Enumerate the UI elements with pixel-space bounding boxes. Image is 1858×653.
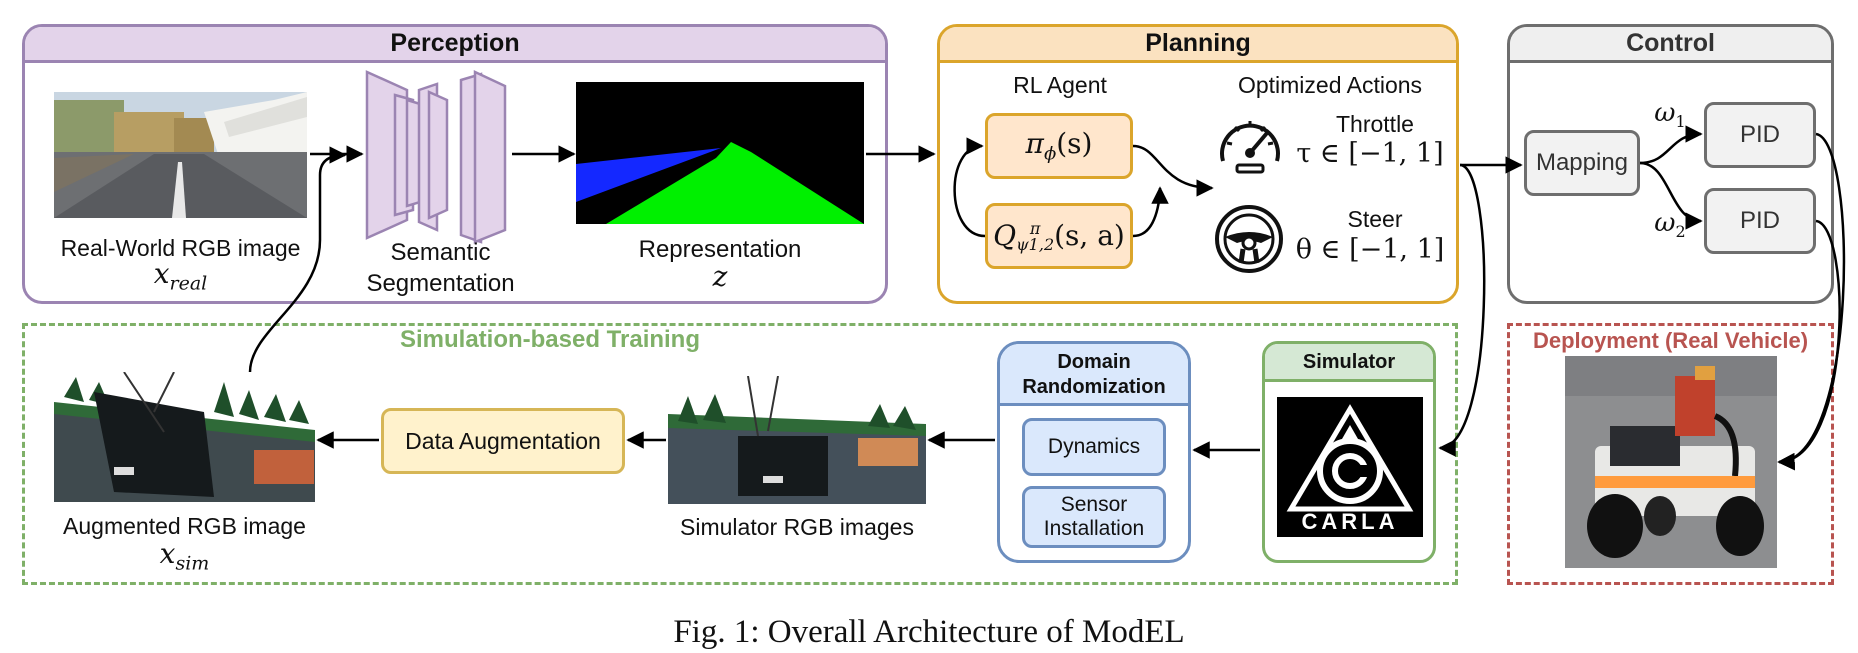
sensor-label-2: Installation [1043, 517, 1145, 540]
carla-logo: CARLA [1277, 397, 1423, 537]
q-arg: (s, a) [1054, 218, 1125, 252]
omega-1-label: ω1 [1650, 100, 1690, 135]
omega-2-symbol: ω [1654, 208, 1676, 238]
augmented-var-main: x [159, 537, 176, 570]
real-image-variable: xreal [54, 260, 307, 298]
real-image-var-sub: real [169, 272, 208, 295]
throttle-label: Throttle [1336, 111, 1414, 137]
rl-agent-label: RL Agent [1013, 72, 1107, 98]
policy-formula: πϕ(s) [1026, 127, 1093, 165]
domain-randomization-header: Domain Randomization [1000, 344, 1188, 406]
pid-box-2: PID [1704, 188, 1816, 254]
domain-randomization-title-1: Domain [1057, 351, 1131, 373]
simulator-images-label: Simulator RGB images [680, 514, 914, 540]
steering-wheel-icon [1215, 205, 1283, 273]
policy-sub: ϕ [1043, 143, 1057, 165]
carla-logo-text: CARLA [1301, 509, 1399, 534]
representation-label: Representation [638, 236, 802, 263]
figure-caption: Fig. 1: Overall Architecture of ModEL [673, 614, 1185, 650]
augmented-image [54, 372, 315, 502]
omega-2-sub: 2 [1675, 222, 1686, 242]
segmentation-label-1: Semantic [390, 239, 491, 266]
simulator-image [668, 376, 926, 504]
steer-label: Steer [1347, 206, 1403, 232]
planning-title: Planning [940, 27, 1456, 63]
augmented-var-sub: sim [175, 552, 210, 575]
dynamics-box: Dynamics [1022, 418, 1166, 476]
segmentation-network-icon [365, 70, 507, 244]
perception-panel: Perception [22, 24, 888, 304]
omega-1-sub: 1 [1675, 112, 1686, 132]
domain-randomization-title-2: Randomization [1022, 376, 1166, 398]
representation-image [576, 82, 864, 224]
optimized-actions-label: Optimized Actions [1237, 72, 1423, 98]
pid-box-1: PID [1704, 102, 1816, 168]
real-image-var-main: x [153, 257, 170, 290]
throttle-range: τ ∈ [−1, 1] [1296, 138, 1444, 169]
training-panel [22, 323, 1458, 585]
omega-2-label: ω2 [1650, 210, 1690, 245]
speedometer-icon [1220, 121, 1280, 174]
deployment-title: Deployment (Real Vehicle) [1532, 328, 1809, 353]
augmented-image-label: Augmented RGB image [63, 513, 306, 539]
perception-title: Perception [25, 27, 885, 63]
sensor-label-1: Sensor [1060, 493, 1128, 516]
q-symbol: Q [993, 218, 1017, 252]
policy-symbol: π [1025, 127, 1044, 161]
planning-panel: Planning [937, 24, 1459, 304]
training-title: Simulation-based Training [399, 326, 701, 353]
q-sup: π [1029, 219, 1041, 239]
omega-1-symbol: ω [1654, 98, 1676, 128]
segmentation-label-2: Segmentation [366, 270, 515, 297]
policy-arg: (s) [1056, 127, 1093, 161]
sensor-installation-box: Sensor Installation [1022, 486, 1166, 548]
policy-box: πϕ(s) [985, 113, 1133, 179]
data-augmentation-box: Data Augmentation [381, 408, 625, 474]
steer-range: θ ∈ [−1, 1] [1295, 234, 1445, 265]
real-world-image [54, 92, 307, 218]
representation-variable: z [712, 260, 728, 293]
real-image-label: Real-World RGB image [60, 235, 301, 261]
mapping-box: Mapping [1524, 130, 1640, 196]
simulator-title: Simulator [1265, 344, 1433, 382]
augmented-image-variable: xsim [44, 540, 325, 578]
control-title: Control [1510, 27, 1831, 63]
real-vehicle-image [1565, 356, 1777, 568]
q-sub: ψ1,2 [1016, 235, 1055, 255]
